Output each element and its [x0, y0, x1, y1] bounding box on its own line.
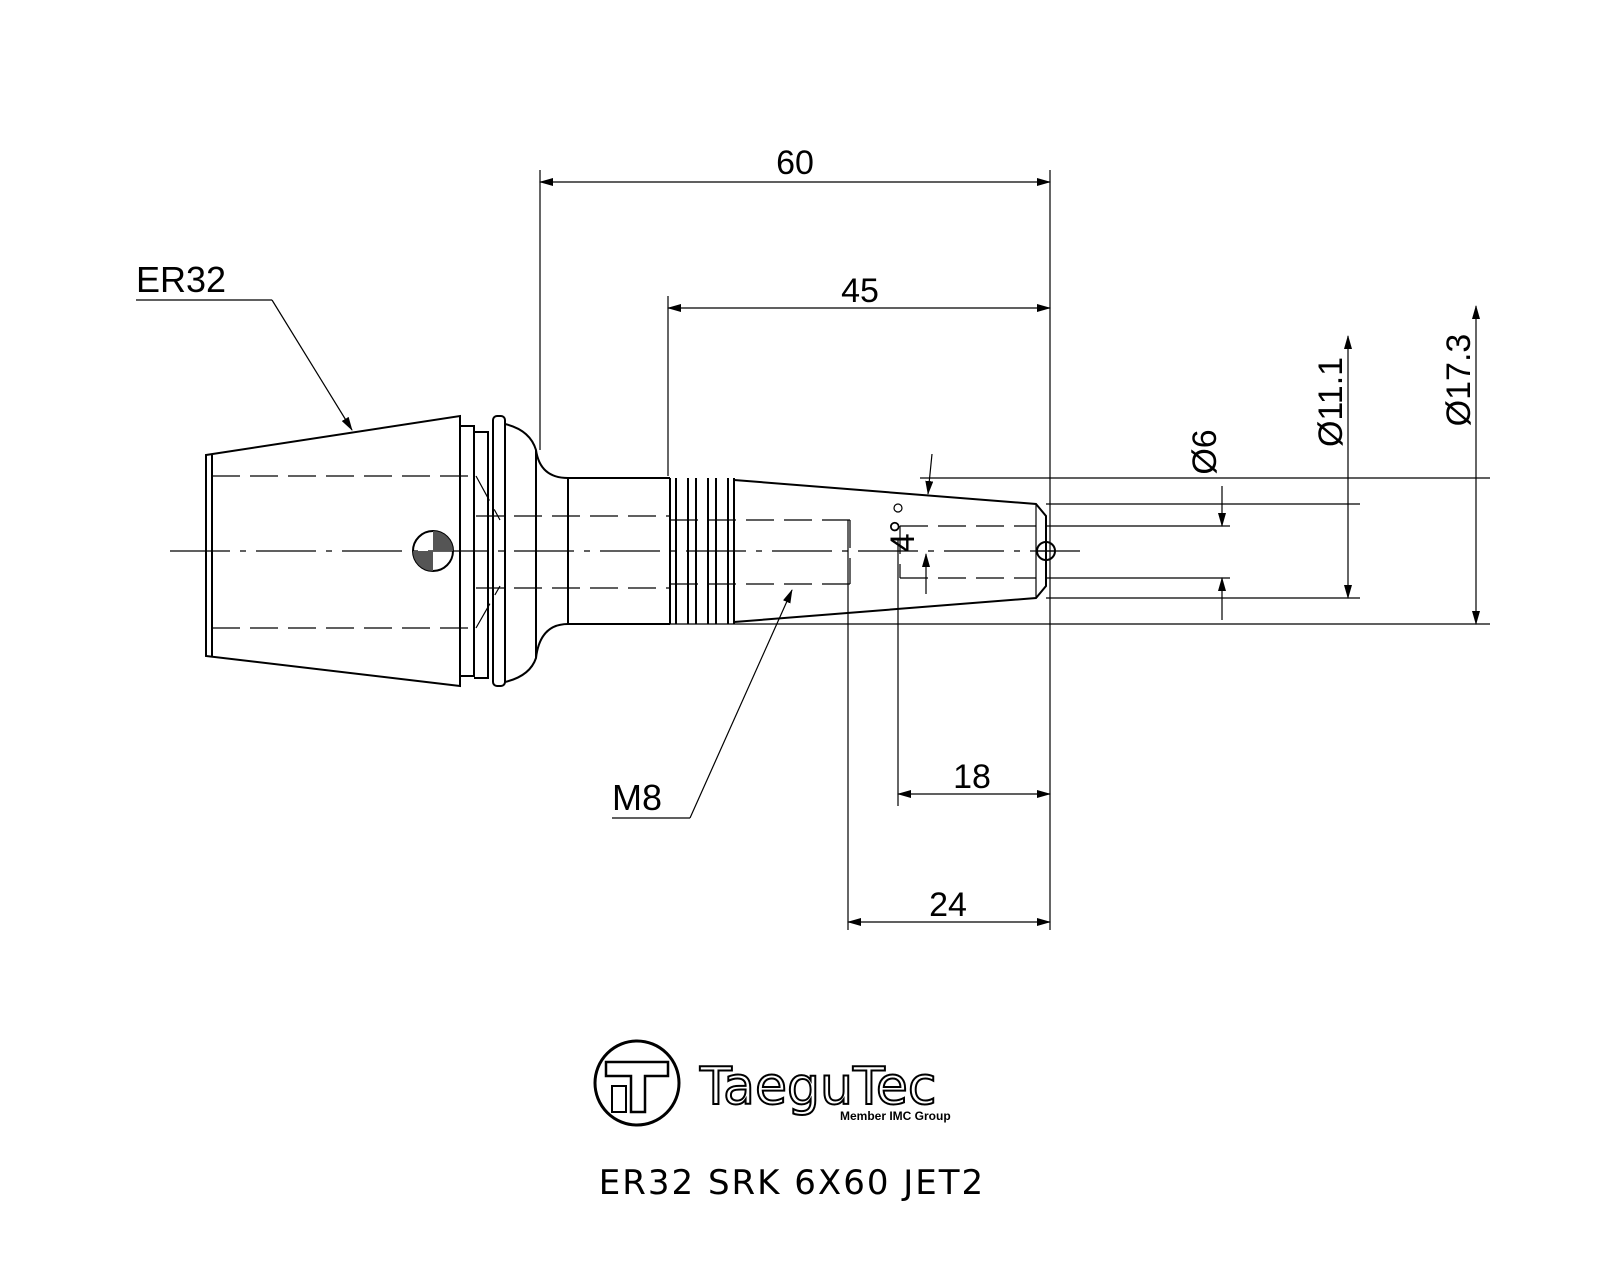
dim-dia-6: Ø6	[1046, 429, 1230, 620]
dim-dia-17-3-label: Ø17.3	[1440, 334, 1478, 427]
dim-24-label: 24	[929, 886, 967, 924]
callout-er32: ER32	[136, 259, 353, 431]
hidden-lines	[212, 475, 1036, 629]
dim-60-label: 60	[776, 144, 814, 182]
dim-overall-length: 60	[539, 144, 1051, 930]
dim-dia-6-label: Ø6	[1186, 429, 1224, 474]
dim-dia-17-3: Ø17.3	[568, 305, 1490, 625]
dim-dia-11-1-label: Ø11.1	[1312, 357, 1350, 447]
taegutec-logo: TaeguTec Member IMC Group	[593, 1039, 951, 1127]
part-number: ER32 SRK 6X60 JET2	[599, 1163, 985, 1203]
callout-m8: M8	[612, 589, 793, 819]
set-screw-symbol	[412, 530, 454, 572]
logo-brand-text: TaeguTec	[699, 1057, 937, 1117]
dim-length-18: 18	[897, 540, 1051, 806]
coolant-hole-symbol	[1036, 541, 1056, 561]
dim-45-label: 45	[841, 272, 879, 310]
dim-length-24: 24	[847, 520, 1051, 930]
dim-thread-length: 45	[667, 272, 1051, 476]
logo-tagline: Member IMC Group	[840, 1109, 951, 1123]
dim-18-label: 18	[953, 758, 991, 796]
dim-dia-11-1: Ø11.1	[1046, 335, 1360, 599]
callout-m8-label: M8	[612, 777, 662, 818]
dim-angle-label: 4°	[884, 520, 922, 553]
dim-taper-angle: 4°	[884, 453, 934, 594]
callout-er32-label: ER32	[136, 259, 226, 300]
